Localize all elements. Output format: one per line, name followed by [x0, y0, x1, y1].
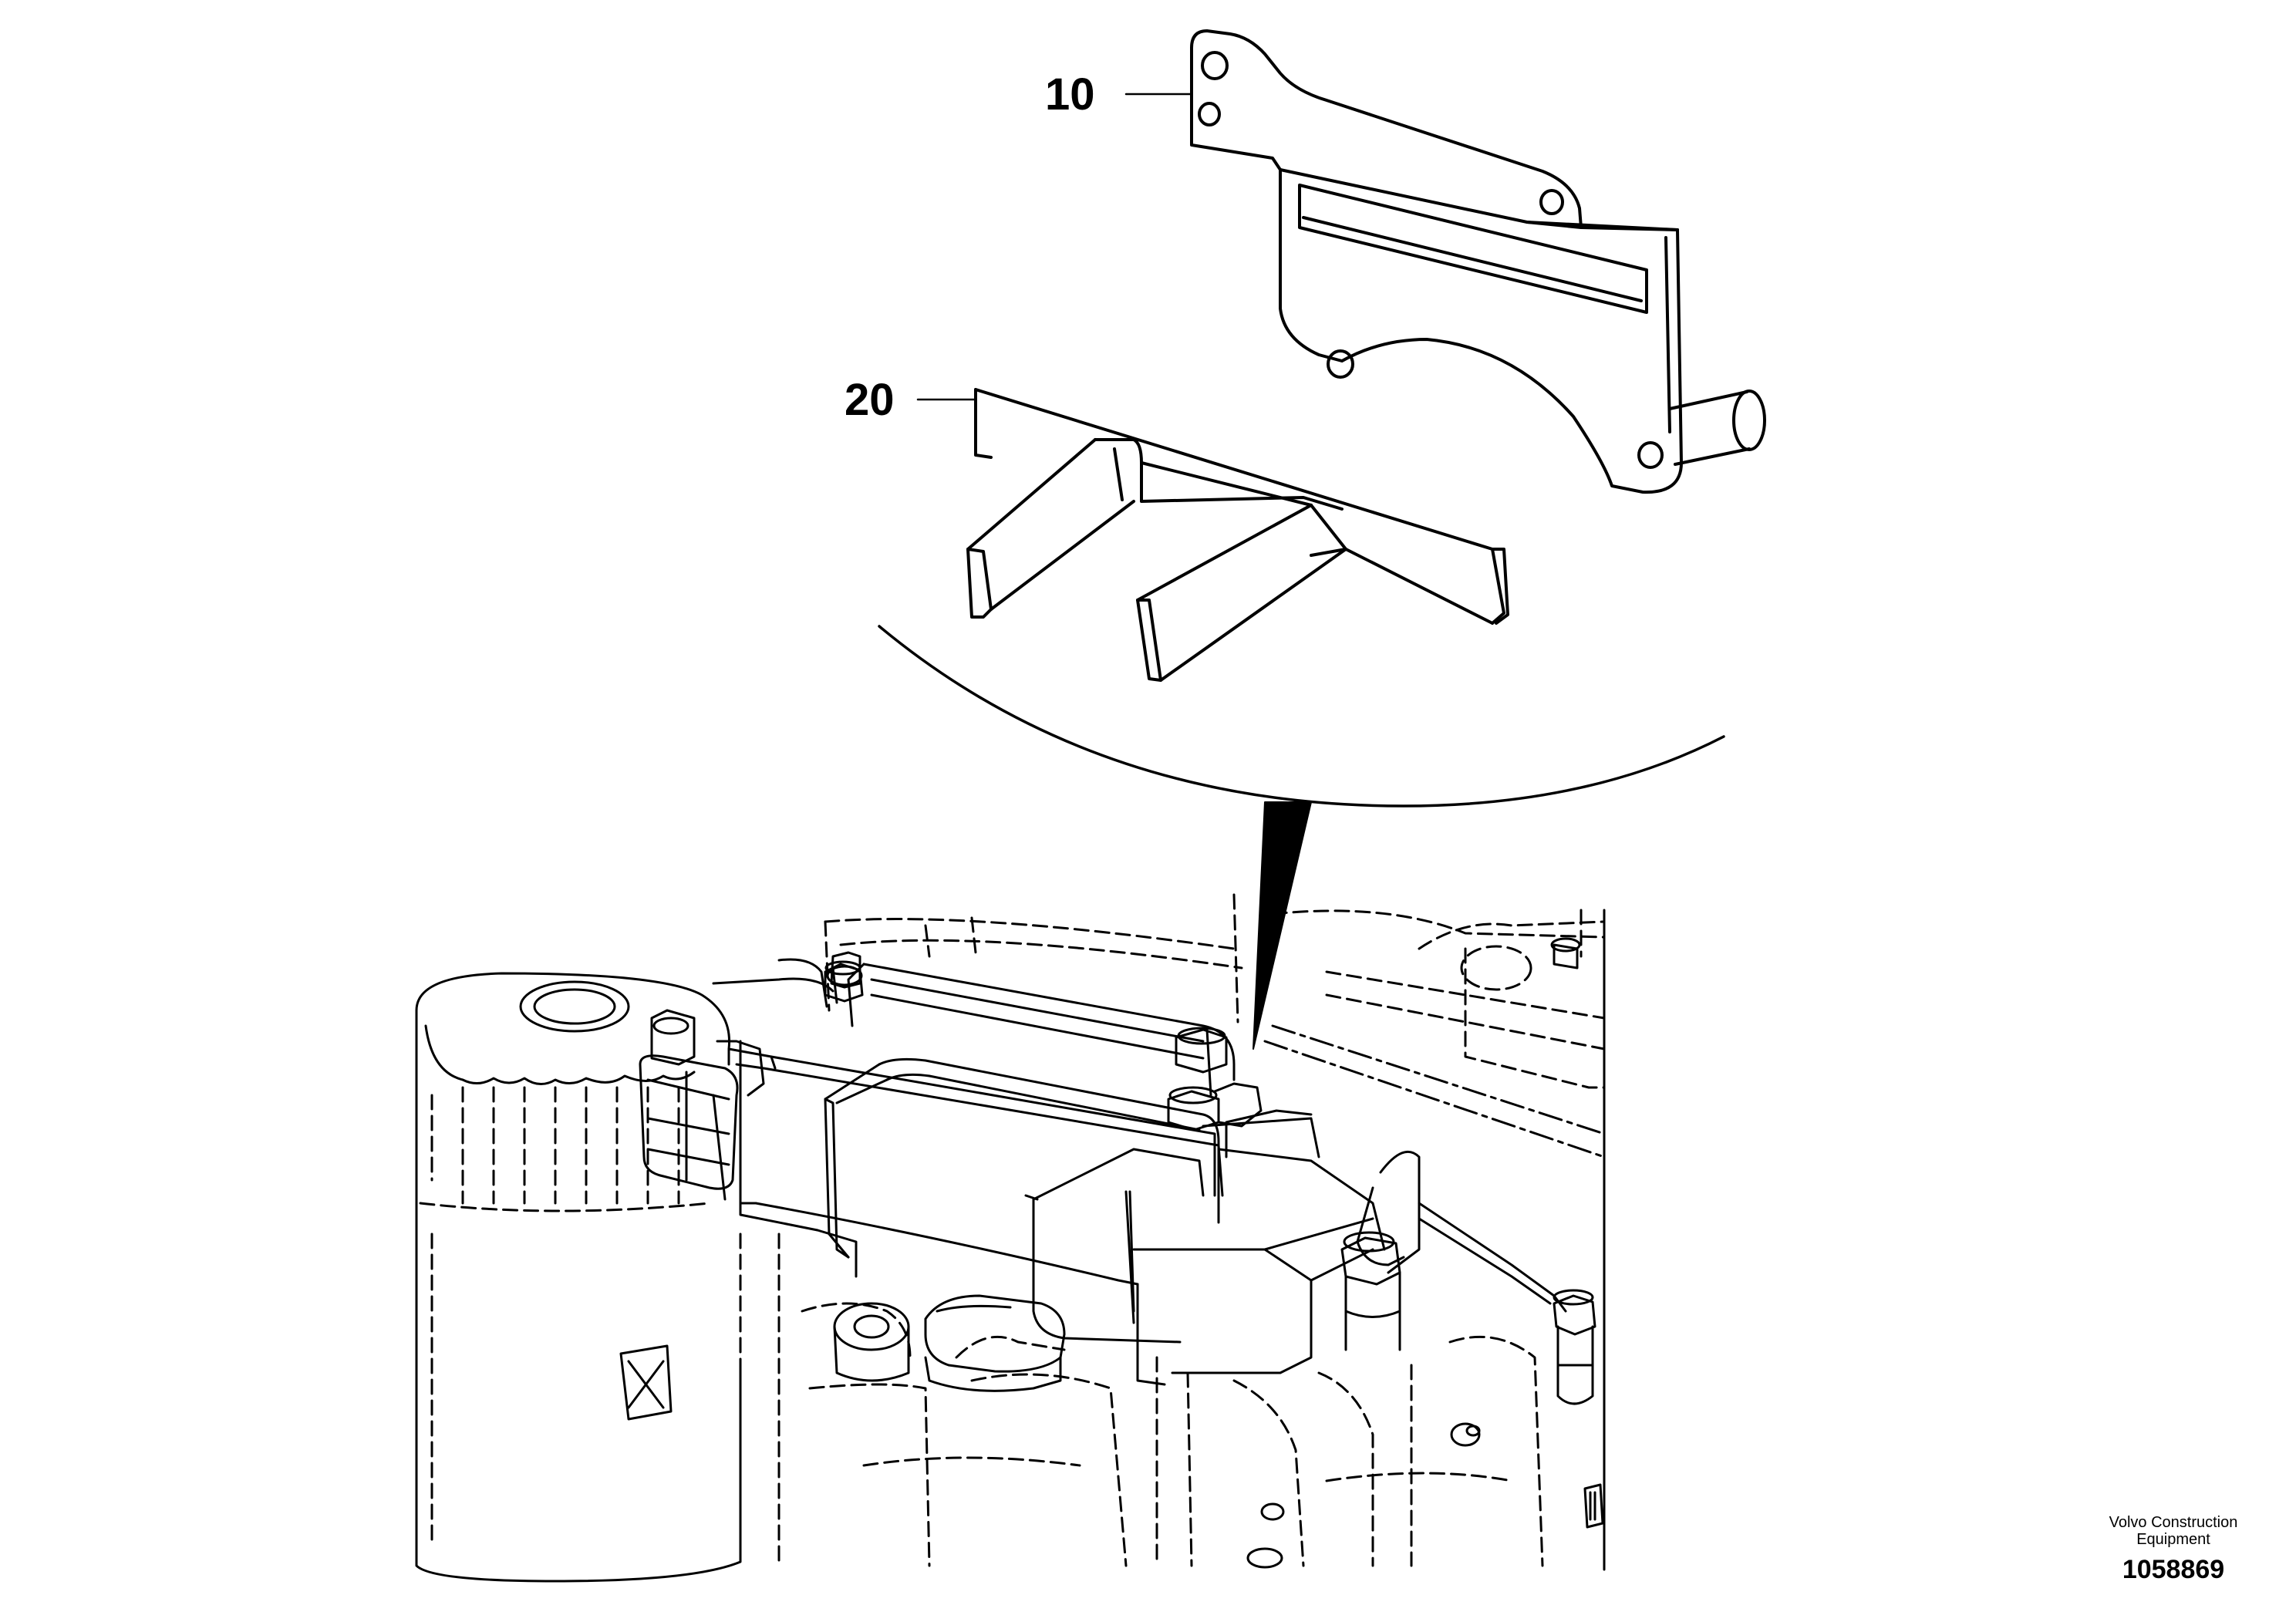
bolt-right [1340, 1231, 1401, 1351]
callout-10: 10 [1045, 69, 1095, 120]
credit-drawing-number: 1058869 [2122, 1555, 2225, 1584]
detail-pointer [1253, 801, 1312, 1050]
detail-arc [878, 625, 1725, 808]
credit-company: Volvo Construction Equipment [2109, 1514, 2238, 1548]
part-10-bracket [1190, 29, 1766, 494]
callout-20: 20 [845, 375, 895, 425]
clamp-nut-upper [1175, 1027, 1228, 1074]
sensor-fitting [1553, 1289, 1596, 1405]
oil-filler-cap [924, 1294, 1066, 1392]
lower-bolt [1246, 1422, 1481, 1569]
clamp-nut-lower [1167, 1082, 1263, 1131]
fitting-left [824, 960, 864, 1003]
engine-context [415, 893, 1606, 1583]
round-fitting [833, 1302, 910, 1382]
part-20-fork-spacer [966, 388, 1509, 682]
